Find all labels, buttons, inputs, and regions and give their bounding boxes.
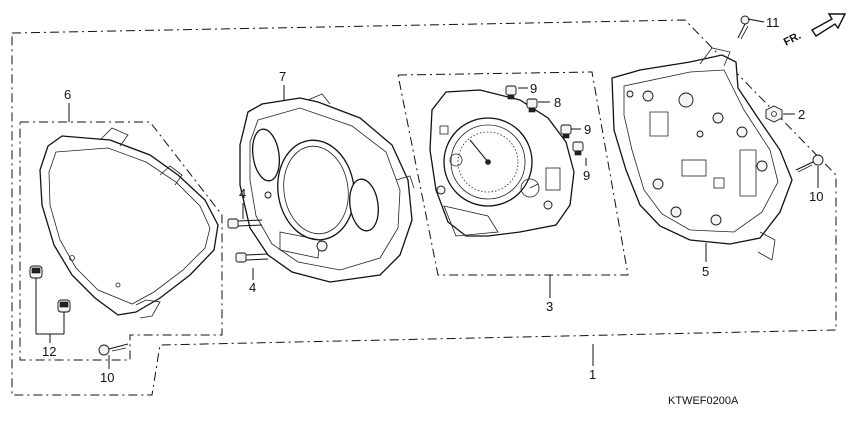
callout-8: 8 — [554, 95, 561, 110]
front-direction-indicator: FR. — [782, 13, 847, 49]
callout-9-top: 9 — [530, 81, 537, 96]
screw-part — [227, 218, 269, 263]
callout-12: 12 — [42, 344, 56, 359]
callout-6: 6 — [64, 87, 71, 102]
callout-10-right: 10 — [809, 189, 823, 204]
bulb-socket-part — [505, 85, 584, 156]
leader-lines — [35, 18, 819, 369]
meter-group-boundary — [397, 71, 629, 276]
callout-2: 2 — [798, 107, 805, 122]
drawing-code: KTWEF0200A — [668, 395, 739, 407]
meter-lower-case-part — [611, 47, 793, 261]
callout-9-middle: 9 — [584, 122, 591, 137]
callout-7: 7 — [279, 69, 286, 84]
front-arrow-icon — [810, 13, 847, 37]
callout-3: 3 — [546, 299, 553, 314]
callout-11: 11 — [766, 15, 780, 30]
callout-9-bottom: 9 — [583, 168, 590, 183]
callout-1: 1 — [589, 367, 596, 382]
grommet-part — [29, 265, 71, 313]
callout-5: 5 — [702, 264, 709, 279]
meter-visor-part — [39, 127, 219, 319]
callout-4-lower: 4 — [249, 280, 256, 295]
combination-meter-part — [429, 89, 575, 237]
assembly-boundary — [11, 19, 837, 396]
meter-case-part — [239, 93, 415, 283]
screw-part — [795, 154, 824, 173]
front-direction-label: FR. — [782, 30, 803, 49]
screw-part — [98, 343, 129, 356]
nut-part — [765, 105, 783, 123]
visor-group-boundary — [19, 121, 223, 361]
callout-labels: 1 2 3 4 4 5 6 7 8 9 9 9 10 10 11 12 — [42, 15, 823, 385]
callout-4-upper: 4 — [239, 186, 246, 201]
screw-part — [737, 15, 750, 40]
callout-10-left: 10 — [100, 370, 114, 385]
